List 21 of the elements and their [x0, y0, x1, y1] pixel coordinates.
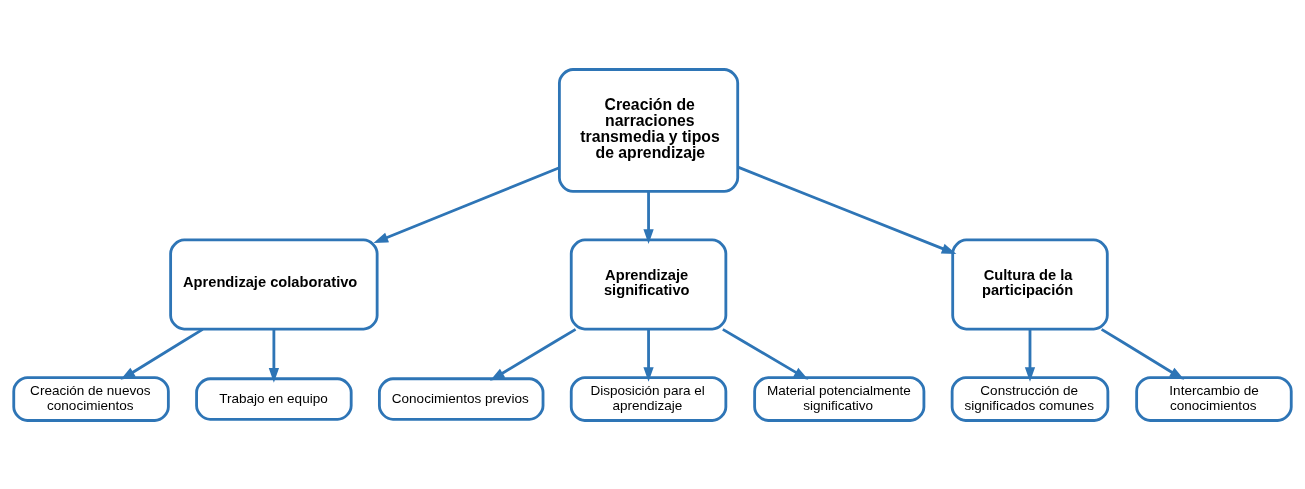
node-box: Conocimientos previos: [378, 376, 545, 421]
node-box: Disposición para el aprendizaje: [569, 375, 728, 422]
node-box: Aprendizaje significativo: [569, 238, 728, 330]
node-box: Cultura de la participación: [951, 238, 1109, 330]
arrow: [373, 165, 560, 243]
arrow: [643, 328, 654, 382]
arrow: [722, 327, 809, 380]
arrow: [643, 191, 654, 244]
arrow: [120, 327, 204, 380]
arrow: [1024, 328, 1036, 382]
node-box: Intercambio de conocimientos: [1135, 375, 1293, 422]
node-box: Construcción de significados comunes: [950, 375, 1110, 422]
node-box: Material potencialmente significativo: [753, 375, 926, 422]
node-box: Creación de nuevos conocimientos: [12, 375, 170, 422]
node-box: Trabajo en equipo: [195, 376, 353, 421]
arrow: [490, 327, 577, 381]
arrow: [737, 165, 957, 254]
arrow: [268, 328, 280, 383]
arrow: [1100, 327, 1185, 380]
node-box: Creación de narraciones transmedia y tipos de aprendizaje: [558, 67, 740, 193]
node-box: Aprendizaje colaborativo: [169, 238, 379, 330]
